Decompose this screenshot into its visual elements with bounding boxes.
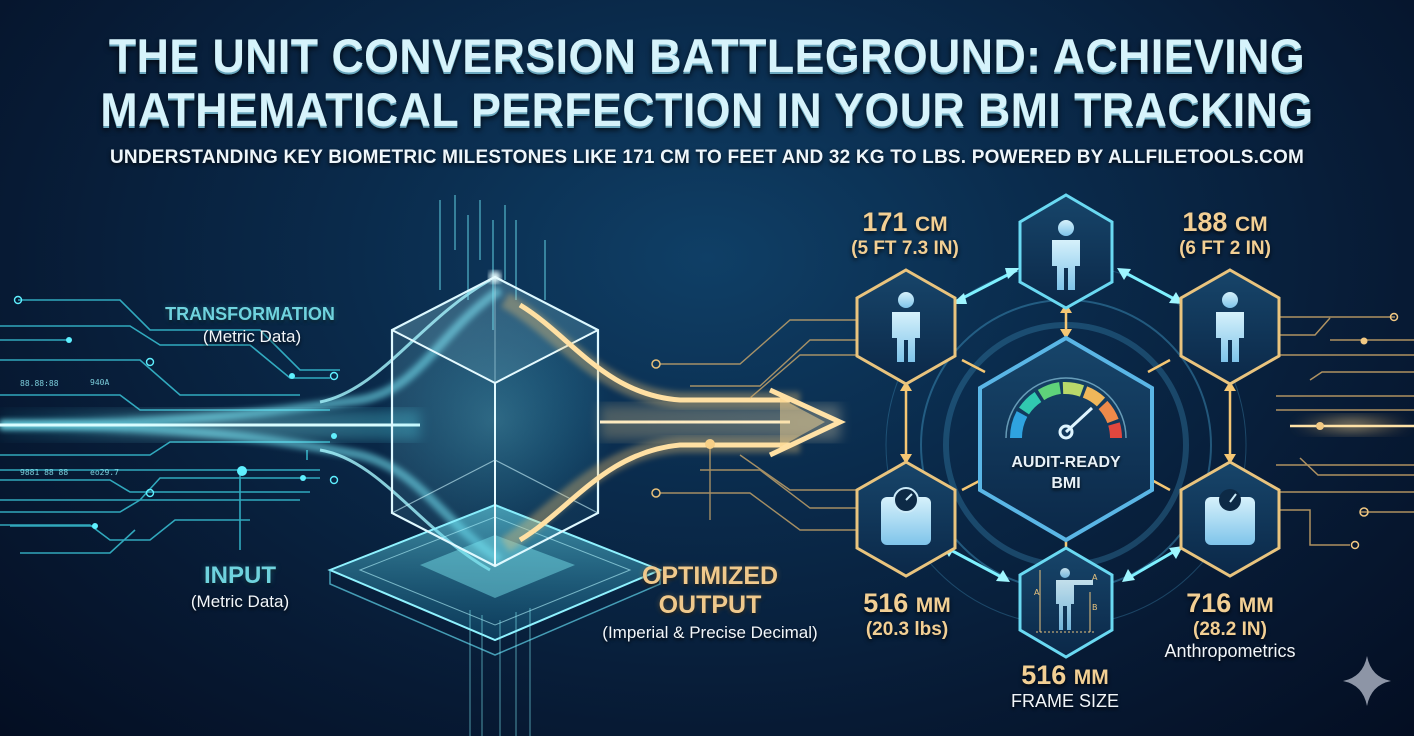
value: 516 — [863, 588, 909, 618]
page-title-line-1: THE UNIT CONVERSION BATTLEGROUND: ACHIEV… — [108, 29, 1306, 82]
value: 716 — [1186, 588, 1232, 618]
left-circuit-rings — [13, 295, 339, 498]
output-circuit-traces — [660, 319, 860, 531]
unit: MM — [915, 594, 951, 617]
measurement-188cm: 188 CM (6 FT 2 IN) — [1150, 207, 1300, 260]
person-icons — [892, 220, 1244, 362]
readout-3: 9881 88 88 — [20, 468, 68, 477]
readout-4: eo29.7 — [90, 468, 119, 477]
weighing-scale-icons — [881, 487, 1255, 545]
measurement-171cm: 171 CM (5 FT 7.3 IN) — [830, 207, 980, 260]
unit: CM — [914, 213, 948, 236]
sparkle-icon — [1343, 656, 1391, 706]
readout-2: 940A — [90, 378, 109, 387]
unit: MM — [1238, 594, 1274, 617]
value: 188 — [1182, 207, 1228, 237]
output-heading-line-2: OUTPUT — [658, 591, 762, 619]
measurement-516mm-weight: 516 MM (20.3 lbs) — [832, 588, 982, 641]
measure-mark-a-side: A — [1034, 588, 1040, 597]
measurement-716mm: 716 MM (28.2 IN) Anthropometrics — [1155, 588, 1305, 662]
converted: (6 FT 2 IN) — [1179, 238, 1271, 259]
converted: (28.2 IN) — [1193, 619, 1267, 640]
bmi-label-line-2: BMI — [1051, 475, 1081, 492]
bmi-gauge-icon — [1005, 377, 1127, 440]
output-circuit-nodes — [651, 359, 715, 498]
unit: MM — [1073, 666, 1109, 689]
input-heading: INPUT — [204, 562, 276, 589]
readout-1: 88.88:88 — [20, 379, 59, 388]
measurement-frame-size: 516 MM FRAME SIZE — [990, 660, 1140, 712]
measure-mark-b: B — [1092, 603, 1098, 612]
transformation-sub: (Metric Data) — [202, 327, 302, 346]
cyan-arrowheads — [942, 268, 1183, 582]
right-circuit-traces — [1276, 316, 1414, 546]
note: FRAME SIZE — [1010, 691, 1119, 711]
output-sub: (Imperial & Precise Decimal) — [602, 623, 818, 642]
output-data-beam — [500, 292, 846, 552]
measure-mark-a-top: A — [1092, 573, 1098, 582]
bmi-label-line-1: AUDIT-READY — [1011, 454, 1121, 471]
converted: (20.3 lbs) — [865, 619, 949, 640]
cyan-connector-arrows — [944, 268, 1181, 582]
glass-cube-processor-icon — [375, 271, 615, 568]
input-sub: (Metric Data) — [190, 592, 290, 611]
output-heading-line-1: OPTIMIZED — [641, 562, 779, 590]
input-label: INPUT (Metric Data) — [160, 562, 320, 612]
value: 516 — [1021, 660, 1067, 690]
output-label: OPTIMIZED OUTPUT (Imperial & Precise Dec… — [570, 562, 850, 643]
value: 171 — [862, 207, 908, 237]
page-subtitle: UNDERSTANDING KEY BIOMETRIC MILESTONES L… — [110, 147, 1304, 168]
transformation-label: TRANSFORMATION (Metric Data) — [150, 304, 350, 347]
converted: (5 FT 7.3 IN) — [851, 238, 959, 259]
note: Anthropometrics — [1164, 641, 1296, 661]
unit: CM — [1234, 213, 1268, 236]
right-circuit-nodes — [1316, 312, 1399, 550]
body-measurement-icon: A A B — [1034, 568, 1098, 633]
bmi-center-label: AUDIT-READY BMI — [996, 452, 1136, 494]
transformation-heading: TRANSFORMATION — [165, 304, 335, 324]
page-title-line-2: MATHEMATICAL PERFECTION IN YOUR BMI TRAC… — [100, 83, 1314, 136]
